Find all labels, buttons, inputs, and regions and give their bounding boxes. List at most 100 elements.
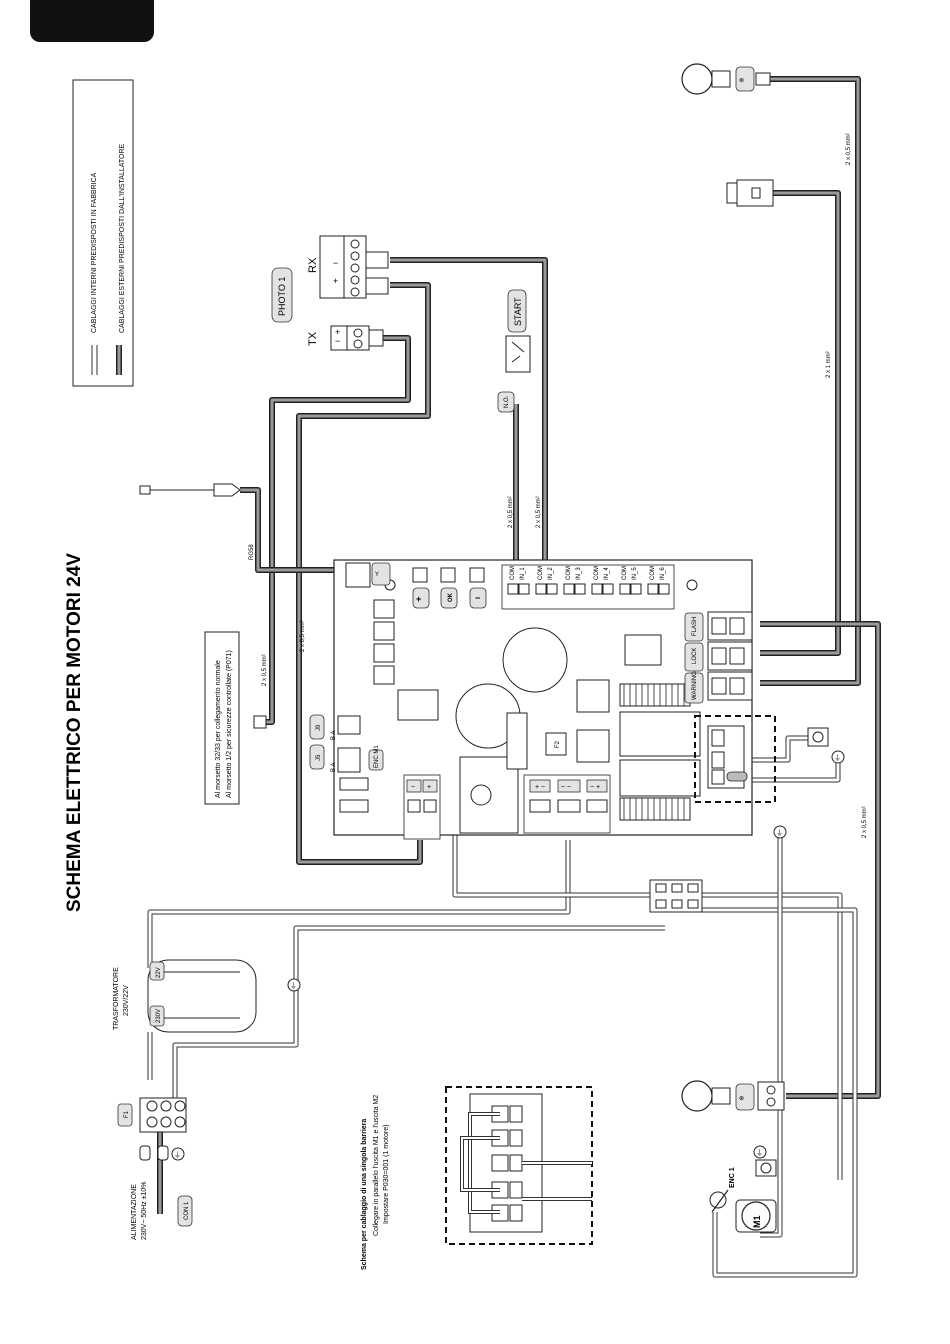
svg-text:⏚: ⏚ xyxy=(290,982,297,990)
j5-label: J5 xyxy=(316,754,322,761)
photo-badge xyxy=(271,267,293,323)
input-label: COM xyxy=(538,566,544,580)
single-barrier-detail: Schema per cablaggio di una singola barr… xyxy=(361,1086,593,1270)
minus-symbol: − xyxy=(475,593,480,603)
svg-text:−: − xyxy=(411,784,415,791)
input-terminal-labels: COM IN_1 COM IN_2 COM IN_3 COM IN_4 COM … xyxy=(510,566,666,580)
transformer: 22V 230V TRASFORMATORE 230V/22V xyxy=(113,959,257,1033)
start-label: START xyxy=(513,297,523,326)
warning-lamp: ⊗ xyxy=(681,1080,785,1112)
ground-symbols: ⏚ ⏚ ⏚ ⏚ xyxy=(287,727,845,1177)
antenna: RG58 xyxy=(139,483,255,560)
svg-text:+: + xyxy=(427,784,431,791)
fuse-label: F1 xyxy=(124,1110,130,1118)
control-board: F2 J9 J5 B A B A xyxy=(309,559,776,840)
ba-label-1: B A xyxy=(331,731,337,740)
cable-spec-labels: 2 x 0,5 mm² 2 x 0,5 mm² 2 x 0,5 mm² 2 x … xyxy=(262,133,868,838)
svg-text:+ −: + − xyxy=(535,784,545,791)
svg-text:⏚: ⏚ xyxy=(776,829,783,837)
antenna-label: RG58 xyxy=(249,544,255,560)
input-label: COM xyxy=(566,566,572,580)
cable-spec: 2 x 0,5 mm² xyxy=(508,496,514,528)
photocell-rx: − + RX xyxy=(307,235,389,299)
mains-input: F1 ⏚ CON 1 ALIMENTAZIONE 230V~ 50Hz ±10% xyxy=(117,1097,193,1240)
cable-spec: 2 x 0,5 mm² xyxy=(536,496,542,528)
photocell-tx: − + TX xyxy=(307,325,384,351)
electric-lock xyxy=(726,179,774,207)
ok-label: OK xyxy=(448,592,454,602)
barrier-title: Schema per cablaggio di una singola barr… xyxy=(361,1119,368,1270)
flash-terminal: FLASH xyxy=(684,611,753,642)
cable-spec: 2 x 0,5 mm² xyxy=(262,654,268,686)
transformer-rating: 230V/22V xyxy=(123,985,130,1016)
svg-text:⏚: ⏚ xyxy=(756,1149,763,1157)
plus-symbol: + xyxy=(416,594,421,604)
input-label: IN_6 xyxy=(660,567,666,580)
page-tab xyxy=(30,0,154,42)
svg-text:⏚: ⏚ xyxy=(834,754,841,762)
plus-button[interactable] xyxy=(412,587,430,609)
input-label: IN_3 xyxy=(576,567,582,580)
input-label: IN_2 xyxy=(548,567,554,580)
svg-text:− +: − + xyxy=(590,784,600,791)
legend-internal: CABLAGGI INTERNI PREDISPOSTI IN FABBRICA xyxy=(91,172,98,333)
tx-minus: − xyxy=(335,336,340,346)
lock-terminal-label: LOCK xyxy=(692,648,698,664)
cable-spec: 2 x 0,5 mm² xyxy=(300,620,306,652)
tx-plus: + xyxy=(335,327,340,337)
con-label: CON 1 xyxy=(184,1201,190,1220)
rx-plus: + xyxy=(333,276,338,286)
lock-terminal: LOCK xyxy=(684,641,753,672)
supply-rating: 230V~ 50Hz ±10% xyxy=(141,1181,148,1240)
cable-spec: 2 x 0,5 mm² xyxy=(846,133,852,165)
junction-block xyxy=(649,879,703,913)
flash-lamp: ⊗ xyxy=(681,63,771,95)
warning-terminal-label: WARNING xyxy=(692,671,698,700)
enc-m1-label: ENC M1 xyxy=(374,745,380,768)
cable-spec: 2 x 0,5 mm² xyxy=(862,806,868,838)
ba-label-2: B A xyxy=(331,763,337,772)
ok-button[interactable] xyxy=(440,587,458,609)
rx-minus: − xyxy=(333,258,338,268)
minus-button[interactable] xyxy=(469,587,487,609)
warning-terminal: WARNING xyxy=(684,671,753,704)
tr-22v: 22V xyxy=(156,967,162,978)
external-wiring xyxy=(157,76,881,1214)
internal-wiring xyxy=(147,735,858,1278)
rx-label: RX xyxy=(307,257,319,273)
motor-label: M1 xyxy=(752,1215,762,1228)
photocell-note: Al morsetto 32/33 per collegamento norma… xyxy=(204,631,267,805)
note-line2: Al morsetto 1/2 per sicurezze controllat… xyxy=(226,650,233,798)
motor-m1: M1 ENC 1 xyxy=(709,1167,777,1233)
diagram-title: SCHEMA ELETTRICO PER MOTORI 24V xyxy=(64,553,85,912)
note-line1: Al morsetto 32/33 per collegamento norma… xyxy=(215,660,222,798)
svg-text:⏚: ⏚ xyxy=(174,1151,181,1159)
enc-label: ENC 1 xyxy=(729,1167,736,1188)
barrier-line2: Impostare P030=001 (1 motore) xyxy=(383,1125,390,1224)
legend-external: CABLAGGI ESTERNI PREDISPOSTI DALL'INSTAL… xyxy=(119,143,126,333)
j9-label: J9 xyxy=(316,724,322,731)
cable-spec: 2 x 1 mm² xyxy=(826,351,832,378)
antenna-terminal-symbol: Y xyxy=(375,572,379,578)
tx-label: TX xyxy=(307,331,319,346)
input-label: IN_4 xyxy=(604,567,610,580)
input-label: COM xyxy=(510,566,516,580)
input-label: IN_1 xyxy=(520,567,526,580)
svg-text:~ ~: ~ ~ xyxy=(561,784,571,791)
photo-label: PHOTO 1 xyxy=(277,277,287,316)
transformer-title: TRASFORMATORE xyxy=(113,967,120,1030)
flash-terminal-label: FLASH xyxy=(692,617,698,636)
input-label: COM xyxy=(594,566,600,580)
input-label: COM xyxy=(650,566,656,580)
f2-label: F2 xyxy=(555,740,561,748)
barrier-line1: Collegare in parallelo l'uscita M1 e l'u… xyxy=(373,1095,380,1236)
input-label: COM xyxy=(622,566,628,580)
tr-230v: 230V xyxy=(156,1009,162,1023)
input-label: IN_5 xyxy=(632,567,638,580)
legend-box: CABLAGGI INTERNI PREDISPOSTI IN FABBRICA… xyxy=(72,79,134,387)
lamp-symbol: ⊗ xyxy=(739,1096,744,1102)
start-switch: START N.O. xyxy=(497,289,531,413)
no-label: N.O. xyxy=(504,395,510,408)
lamp-symbol: ⊗ xyxy=(739,78,744,84)
